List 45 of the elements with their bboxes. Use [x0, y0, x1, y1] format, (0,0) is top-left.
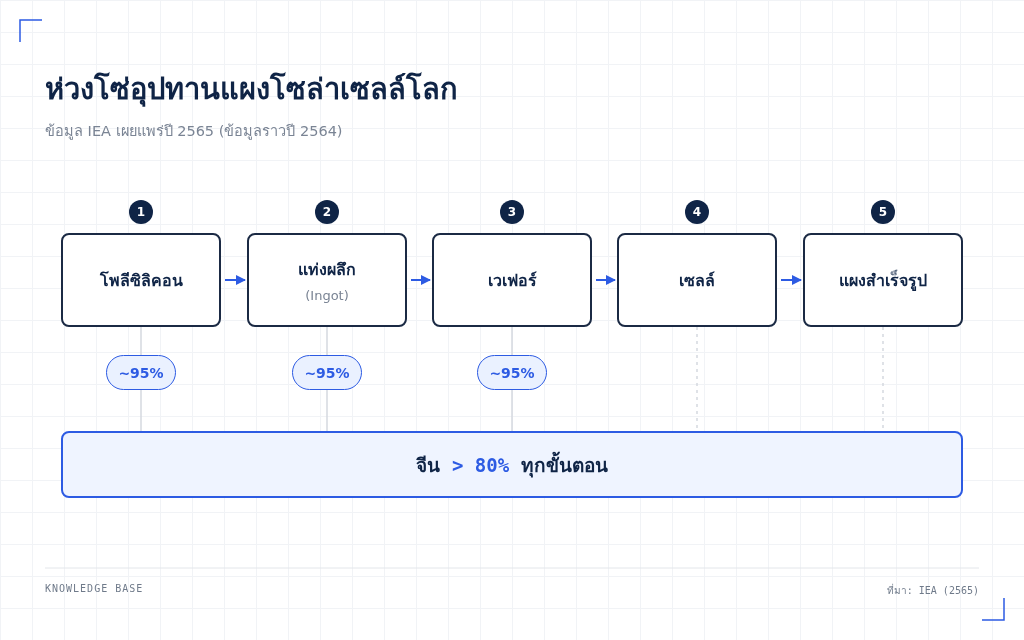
summary-text: ทุกขั้นตอน — [521, 450, 609, 480]
process-box — [617, 233, 777, 327]
step-number: 3 — [507, 205, 517, 219]
step-number-badge — [871, 200, 895, 224]
process-box — [61, 233, 221, 327]
step-number: 2 — [322, 205, 332, 219]
step-number-badge — [500, 200, 524, 224]
arrow — [410, 275, 431, 285]
summary-text: จีน — [415, 452, 440, 478]
arrow — [780, 275, 802, 285]
step-label: เซลล์ — [679, 269, 715, 292]
title: ห่วงโซ่อุปทานแผงโซล่าเซลล์โลก — [45, 71, 458, 109]
step-number-badge — [315, 200, 339, 224]
step-number-badge — [685, 200, 709, 224]
arrow — [595, 275, 616, 285]
process-box — [803, 233, 963, 327]
share-pill — [477, 355, 547, 390]
percentage-text: ~95% — [118, 364, 164, 381]
step-label: เวเฟอร์ — [487, 269, 537, 292]
process-box — [432, 233, 592, 327]
footer-text: KNOWLEDGE BASE — [45, 583, 144, 594]
step-label: แผงสำเร็จรูป — [839, 268, 927, 293]
step-number-badge — [129, 200, 153, 224]
source-note: ที่มา: IEA (2565) — [886, 583, 979, 598]
step-number: 4 — [692, 205, 702, 219]
share-value: > 80% — [451, 453, 510, 476]
step-label: แท่งผลึก — [298, 259, 356, 281]
step-sublabel: (Ingot) — [305, 288, 349, 303]
share-pill — [292, 355, 362, 390]
connector-line — [511, 389, 513, 432]
connector-line — [326, 389, 328, 432]
summary-band — [61, 431, 963, 498]
percentage-text: ~95% — [489, 364, 535, 381]
step-number: 5 — [878, 205, 888, 219]
step-label: โพลีซิลิคอน — [99, 269, 183, 292]
subtitle: ข้อมูล IEA เผยแพร่ปี 2565 (ข้อมูลราวปี 2564) — [45, 122, 343, 142]
connector-line — [511, 326, 513, 356]
connector-line — [140, 326, 142, 356]
percentage-text: ~95% — [304, 364, 350, 381]
process-box — [247, 233, 407, 327]
connector-line — [326, 326, 328, 356]
arrow — [224, 275, 246, 285]
step-number: 1 — [136, 205, 146, 219]
share-pill — [106, 355, 176, 390]
connector-line — [140, 389, 142, 432]
